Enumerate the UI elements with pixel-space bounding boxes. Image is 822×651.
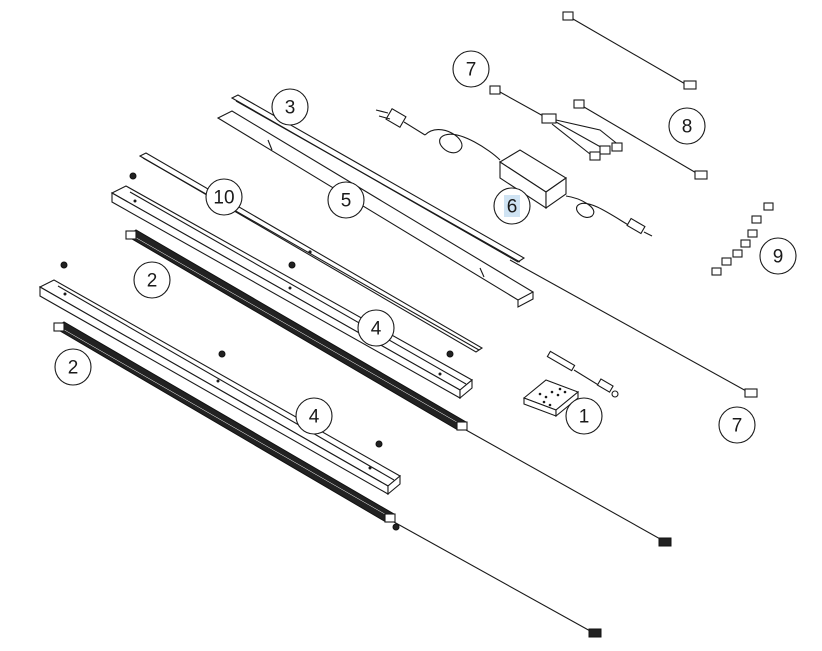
housing-lower-part-4 [38,279,401,496]
callout-1: 1 [565,397,603,435]
callout-8: 8 [668,107,706,145]
callout-3: 3 [271,88,309,126]
callout-7-bottom: 7 [718,406,756,444]
callout-label: 7 [466,60,477,81]
callout-label: 8 [682,117,693,138]
callout-label: 4 [371,319,382,340]
selection-highlight [504,195,520,217]
callout-label: 6 [507,197,518,218]
power-adapter-part-6 [375,108,653,237]
cable-upper-bar [465,429,663,541]
callout-7-top: 7 [452,50,490,88]
callout-label: 7 [732,416,743,437]
callout-2-upper: 2 [133,261,171,299]
connector-lower-bar [588,628,602,638]
callout-4-upper: 4 [357,309,395,347]
callout-label: 2 [68,358,79,379]
extension-cable-part-8 [562,11,708,180]
ir-receiver-part-1 [546,350,619,398]
splitter-cable-part-7 [489,85,623,161]
callout-5: 5 [327,181,365,219]
callout-6: 6 [493,187,531,225]
callout-label: 2 [147,271,158,292]
callout-label: 3 [285,98,296,119]
callout-label: 10 [213,188,234,209]
cable-lower-bar [393,521,593,633]
callout-9: 9 [759,237,797,275]
strip-part-10 [138,152,484,353]
connector-upper-bar [658,537,672,547]
screws [60,172,454,531]
light-bar-upper-part-2 [125,229,468,431]
clips-part-9 [711,202,774,276]
light-bar-lower-part-2 [53,321,396,523]
callout-2-lower: 2 [54,348,92,386]
callout-label: 5 [341,191,352,212]
callout-label: 9 [773,247,784,268]
callout-label: 1 [579,407,590,428]
callout-4-lower: 4 [295,397,333,435]
callout-10: 10 [205,178,243,216]
extension-cable-part-7 [509,259,758,398]
callout-label: 4 [309,407,320,428]
rail-part-3 [230,94,526,263]
bracket-part-5 [216,110,535,308]
remote-part-1 [522,379,580,418]
